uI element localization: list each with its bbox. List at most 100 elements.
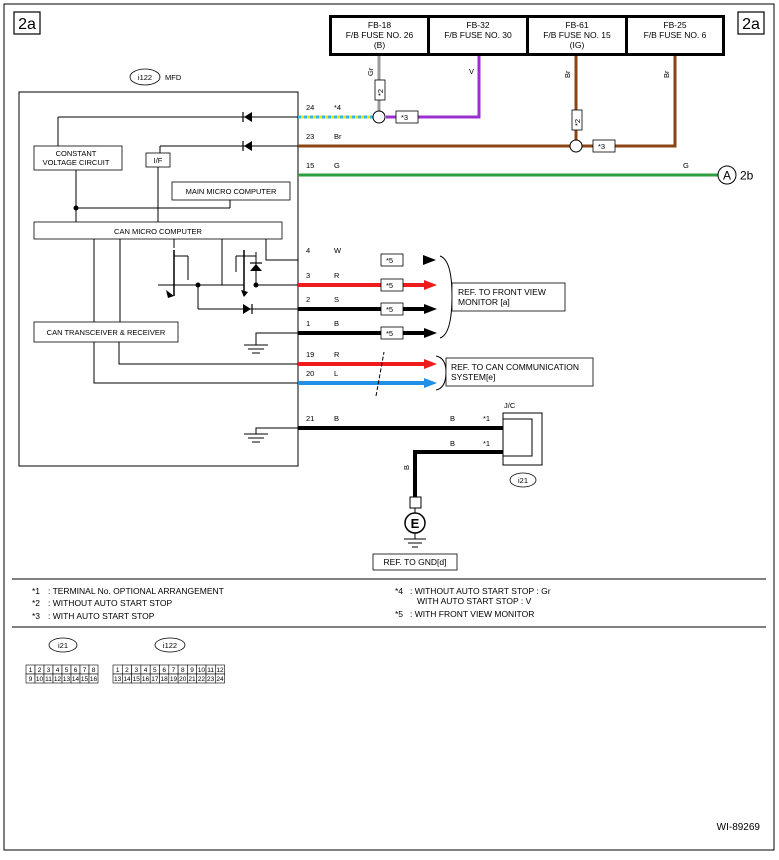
fuse-name: F/B FUSE NO. 15 bbox=[543, 30, 611, 40]
figure-id: WI-89269 bbox=[717, 822, 761, 833]
terminal-color: G bbox=[334, 161, 340, 170]
connector-pin-number: 6 bbox=[74, 667, 78, 674]
star-label-s2-b: *2 bbox=[573, 119, 582, 126]
connector-pin-number: 9 bbox=[29, 676, 33, 683]
connector-pin-cell bbox=[215, 673, 225, 684]
ref-can-box bbox=[445, 357, 594, 387]
connector-pin-number: 5 bbox=[153, 667, 157, 674]
note-mark: *3 bbox=[32, 611, 40, 621]
ground-icon bbox=[244, 344, 268, 354]
diode-2-icon bbox=[243, 304, 251, 314]
star-label-s3-b: *3 bbox=[598, 142, 605, 151]
connector-view-tag-i122 bbox=[154, 637, 186, 653]
connector-pin-number: 17 bbox=[151, 676, 159, 683]
fuse-id: FB-61 bbox=[565, 20, 588, 30]
connector-pin-number: 14 bbox=[123, 676, 131, 683]
connector-pin-number: 23 bbox=[207, 676, 215, 683]
mfd-label: MFD bbox=[165, 73, 182, 82]
jc-star-1: *1 bbox=[483, 414, 490, 423]
fuse-cell-4: FB-25 F/B FUSE NO. 6 bbox=[628, 18, 722, 53]
connector-pin-number: 10 bbox=[36, 676, 44, 683]
fuse-sub: (IG) bbox=[570, 40, 585, 50]
note-text: : WITHOUT AUTO START STOP bbox=[48, 598, 173, 608]
fuse-id: FB-32 bbox=[466, 20, 489, 30]
terminal-color: R bbox=[334, 350, 340, 359]
page-border bbox=[3, 3, 775, 851]
jc-wire-color-2: B bbox=[450, 439, 455, 448]
note-mark: *4 bbox=[395, 586, 403, 596]
star-box-s5-4 bbox=[380, 253, 404, 267]
terminal-color: Br bbox=[334, 132, 342, 141]
wire-color-label: V bbox=[469, 67, 474, 76]
star-box-s5-3 bbox=[380, 278, 404, 292]
connector-pin-number: 3 bbox=[134, 667, 138, 674]
fuse-cell-2: FB-32 F/B FUSE NO. 30 bbox=[430, 18, 526, 53]
wire-color-g-right: G bbox=[683, 161, 689, 170]
connector-pin-number: 16 bbox=[142, 676, 150, 683]
connector-pin-number: 3 bbox=[47, 667, 51, 674]
terminal-color: L bbox=[334, 369, 338, 378]
connector-pin-number: 15 bbox=[133, 676, 141, 683]
can-bracket bbox=[435, 355, 447, 391]
connector-pin-number: 7 bbox=[172, 667, 176, 674]
diode-23-icon bbox=[244, 141, 252, 151]
fuse-id: FB-18 bbox=[368, 20, 391, 30]
connector-pin-cell bbox=[88, 673, 99, 684]
fuse-sub: (B) bbox=[374, 40, 386, 50]
connector-pin-number: 8 bbox=[92, 667, 96, 674]
connector-pin-number: 4 bbox=[144, 667, 148, 674]
connector-pin-number: 5 bbox=[65, 667, 69, 674]
arrow-2-icon bbox=[424, 304, 437, 314]
constant-voltage-line1: CONSTANT bbox=[56, 149, 97, 158]
wire-br-fuse6 bbox=[582, 56, 677, 148]
jc-wire-color-1: B bbox=[450, 414, 455, 423]
connector-view-name: i21 bbox=[58, 641, 68, 650]
splice-23 bbox=[569, 139, 583, 153]
terminal-pin: 19 bbox=[306, 350, 314, 359]
zener-diode-icon bbox=[250, 264, 262, 271]
diode-24-icon bbox=[244, 112, 252, 122]
star-box-s5-2 bbox=[380, 302, 404, 316]
if-label: I/F bbox=[154, 156, 163, 165]
terminal-pin: 1 bbox=[306, 319, 310, 328]
connector-pin-number: 15 bbox=[81, 676, 89, 683]
jc-inner bbox=[502, 418, 533, 457]
ref-gnd-label: REF. TO GND[d] bbox=[384, 557, 447, 567]
page-tag-left: 2a bbox=[18, 16, 36, 33]
connector-pin-number: 18 bbox=[161, 676, 169, 683]
mfd-unit-box bbox=[18, 91, 299, 467]
star-box-s5-1 bbox=[380, 326, 404, 340]
ref-gnd-box bbox=[372, 553, 458, 571]
ground-e-label: E bbox=[411, 516, 420, 531]
terminal-pin: 4 bbox=[306, 246, 310, 255]
connector-pin-number: 4 bbox=[56, 667, 60, 674]
connector-tag-i21-label: i21 bbox=[518, 476, 528, 485]
arrow-20-icon bbox=[424, 378, 437, 388]
fuse-name: F/B FUSE NO. 26 bbox=[346, 30, 414, 40]
fuse-name: F/B FUSE NO. 6 bbox=[644, 30, 707, 40]
connector-pin-number: 1 bbox=[116, 667, 120, 674]
terminal-pin: 20 bbox=[306, 369, 314, 378]
wire-color-label: Gr bbox=[366, 67, 375, 76]
connector-tag-i122 bbox=[129, 68, 161, 86]
connector-pin-number: 8 bbox=[181, 667, 185, 674]
wire-color-label: Br bbox=[662, 70, 671, 78]
internal-line-4 bbox=[265, 239, 298, 261]
connector-pin-number: 21 bbox=[188, 676, 196, 683]
splice-24 bbox=[372, 110, 386, 124]
note-text: : WITHOUT AUTO START STOP : Gr bbox=[410, 586, 551, 596]
connector-pin-number: 22 bbox=[198, 676, 206, 683]
note-text-2: WITH AUTO START STOP : V bbox=[417, 596, 532, 606]
star-box-s3-b bbox=[592, 139, 616, 153]
connector-pin-number: 19 bbox=[170, 676, 178, 683]
terminal-color: R bbox=[334, 271, 340, 280]
terminal-pin: 15 bbox=[306, 161, 314, 170]
main-micro-block bbox=[171, 181, 291, 201]
terminal-color: S bbox=[334, 295, 339, 304]
ref-can-line2: SYSTEM[e] bbox=[451, 372, 495, 382]
connector-pin-number: 12 bbox=[54, 676, 62, 683]
connector-pin-number: 20 bbox=[179, 676, 187, 683]
